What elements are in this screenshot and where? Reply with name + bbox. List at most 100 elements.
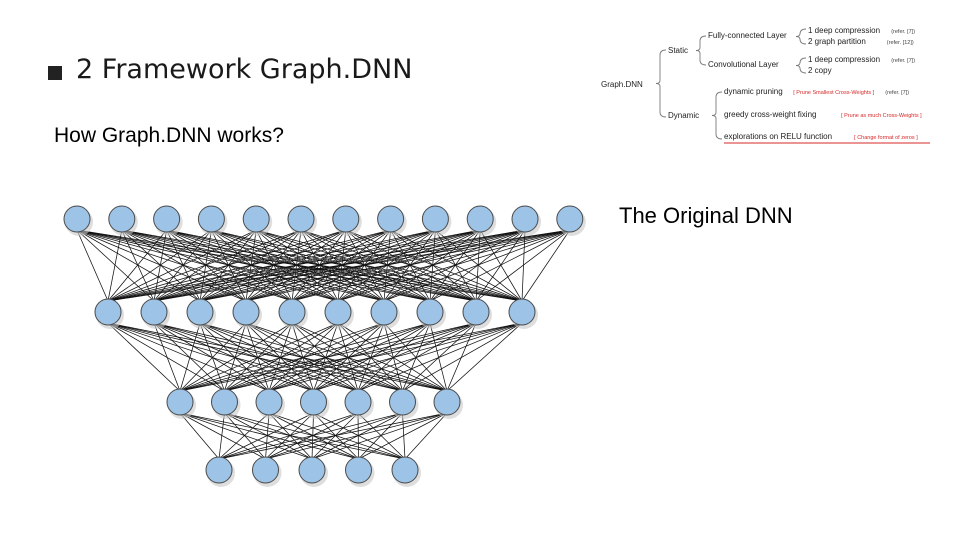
network-edge: [107, 229, 526, 302]
network-edge: [107, 229, 436, 302]
network-label: The Original DNN: [619, 203, 793, 228]
network-edge: [179, 412, 266, 460]
network-node: [556, 205, 584, 233]
square-bullet-icon: [48, 66, 62, 80]
network-node: [94, 298, 122, 326]
network-edge: [199, 322, 359, 392]
network-edge: [337, 322, 448, 392]
network-edge: [313, 322, 523, 392]
network-edge: [107, 322, 181, 392]
network-edge: [179, 322, 523, 392]
network-edge: [121, 229, 293, 302]
network-edge: [218, 412, 359, 460]
network-edge: [404, 412, 448, 460]
network-node: [389, 388, 416, 416]
network-edge: [199, 322, 403, 392]
network-edge: [345, 229, 477, 302]
network-edge: [357, 322, 523, 392]
network-edge: [268, 412, 313, 460]
layer-item-text: 2 copy: [808, 66, 832, 75]
dynamic-method-label: greedy cross-weight fixing: [724, 110, 816, 119]
network-node: [433, 388, 461, 416]
network-node: [300, 388, 327, 416]
network-edge: [211, 229, 339, 302]
network-edge: [211, 229, 385, 302]
network-edge: [291, 322, 448, 392]
network-edge: [429, 229, 570, 302]
network-edge: [357, 322, 385, 392]
network-edge: [199, 229, 570, 302]
network-edge: [313, 412, 359, 460]
network-edge: [179, 322, 431, 392]
network-node: [255, 388, 283, 416]
network-edge: [224, 322, 523, 392]
network-node: [344, 388, 372, 416]
layer-brace: [795, 28, 807, 45]
dynamic-method-note: [ Prune as much Cross-Weights ]: [841, 113, 922, 119]
network-node: [153, 205, 181, 233]
network-node: [197, 205, 225, 233]
network-edge: [166, 229, 339, 302]
network-edge: [107, 322, 225, 392]
branch-static-label: Static: [668, 46, 688, 55]
network-edge: [311, 412, 314, 460]
network-edge: [245, 322, 270, 392]
network-node: [252, 456, 279, 484]
network-edge: [179, 322, 293, 392]
network-edge: [256, 229, 385, 302]
network-edge: [179, 412, 313, 460]
network-node: [108, 205, 136, 233]
network-edge: [265, 412, 270, 460]
network-node: [205, 456, 233, 484]
network-edge: [337, 322, 403, 392]
network-node: [140, 298, 168, 326]
network-edge: [313, 322, 339, 392]
network-node: [466, 205, 494, 233]
network-node: [166, 388, 194, 416]
network-edge: [76, 229, 109, 302]
network-edge: [224, 412, 406, 460]
layer-item-text: 1 deep compression: [808, 55, 880, 64]
network-edge: [337, 322, 359, 392]
network-edge: [218, 412, 448, 460]
root-brace: [655, 49, 667, 118]
network-edge: [300, 229, 431, 302]
network-node: [511, 205, 539, 233]
network-edge: [245, 322, 448, 392]
network-edge: [245, 322, 314, 392]
network-node: [242, 205, 270, 233]
network-edge: [218, 412, 270, 460]
network-node: [232, 298, 260, 326]
layer-item-ref: (refer. [7]): [891, 58, 915, 64]
network-edge: [345, 229, 523, 302]
network-edge: [179, 322, 339, 392]
network-edges: [76, 229, 571, 460]
static-layer-label: Fully-connected Layer: [708, 31, 787, 40]
network-edge: [390, 229, 523, 302]
dynamic-brace: [711, 91, 723, 140]
network-edge: [383, 229, 570, 302]
static-brace: [695, 35, 707, 66]
dynamic-method-note: [ Change format of zeros ]: [854, 135, 918, 141]
network-edge: [291, 322, 359, 392]
network-edge: [245, 322, 403, 392]
dynamic-method-note: [ Prune Smallest Cross-Weights ]: [793, 90, 874, 96]
network-edge: [311, 412, 448, 460]
network-edge: [153, 322, 270, 392]
network-edge: [107, 229, 481, 302]
network-edge: [268, 322, 523, 392]
layer-brace: [795, 57, 807, 74]
network-edge: [383, 322, 448, 392]
slide-subtitle: How Graph.DNN works?: [54, 124, 284, 147]
network-node: [508, 298, 536, 326]
network-edge: [402, 412, 406, 460]
network-edge: [107, 229, 346, 302]
network-edge: [265, 412, 448, 460]
network-edge: [179, 322, 385, 392]
branch-dynamic-label: Dynamic: [668, 111, 699, 120]
network-edge: [357, 412, 406, 460]
dynamic-method-label: explorations on RELU function: [724, 132, 832, 141]
network-edge: [268, 322, 293, 392]
